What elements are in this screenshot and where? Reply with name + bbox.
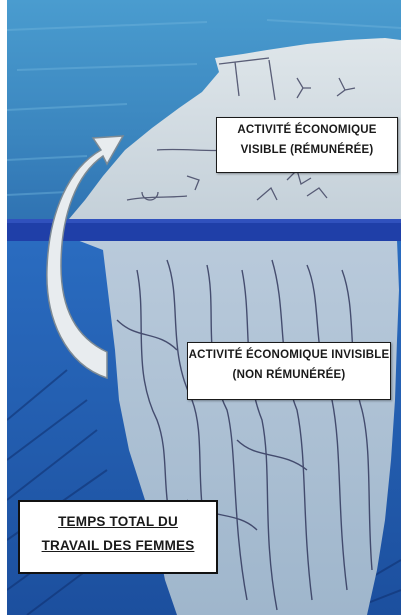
total-work-time-line2: TRAVAIL DES FEMMES	[41, 538, 195, 553]
total-work-time-label: TEMPS TOTAL DU TRAVAIL DES FEMMES	[18, 500, 218, 574]
waterline	[7, 219, 401, 241]
curved-arrow-icon	[46, 135, 125, 380]
iceberg-top-sketch	[126, 57, 356, 201]
sky-texture	[7, 19, 401, 196]
invisible-activity-label: ACTIVITÉ ÉCONOMIQUE INVISIBLE (NON RÉMUN…	[187, 342, 391, 400]
total-work-time-line1: TEMPS TOTAL DU	[58, 514, 178, 529]
visible-activity-line2: VISIBLE (RÉMUNÉRÉE)	[240, 144, 374, 156]
invisible-activity-line2: (NON RÉMUNÉRÉE)	[232, 369, 346, 381]
iceberg-illustration	[7, 0, 401, 615]
visible-activity-label: ACTIVITÉ ÉCONOMIQUE VISIBLE (RÉMUNÉRÉE)	[216, 117, 398, 173]
invisible-activity-line1: ACTIVITÉ ÉCONOMIQUE INVISIBLE	[188, 349, 390, 361]
iceberg-diagram: ACTIVITÉ ÉCONOMIQUE VISIBLE (RÉMUNÉRÉE) …	[7, 0, 401, 615]
visible-activity-line1: ACTIVITÉ ÉCONOMIQUE	[237, 124, 377, 136]
